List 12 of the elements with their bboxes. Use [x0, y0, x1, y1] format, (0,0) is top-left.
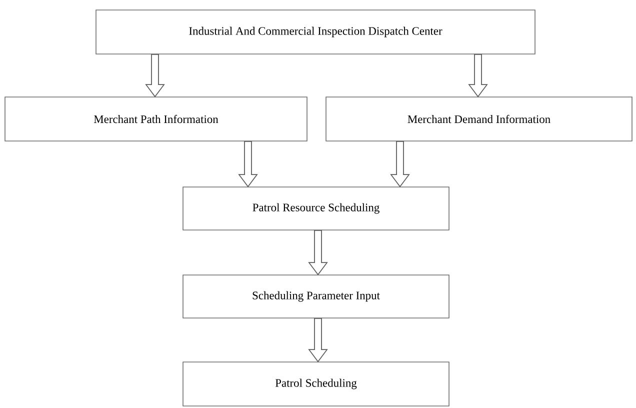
block-arrow	[390, 140, 410, 188]
process-box: Scheduling Parameter Input	[182, 274, 450, 318]
block-arrow	[308, 318, 328, 362]
block-arrow	[308, 230, 328, 276]
block-arrow	[468, 54, 488, 98]
process-box: Merchant Path Information	[4, 96, 308, 142]
process-box: Industrial And Commercial Inspection Dispatch Center	[96, 10, 536, 54]
process-box: Patrol Scheduling	[182, 362, 450, 406]
process-box: Patrol Resource Scheduling	[182, 186, 450, 230]
process-box: Merchant Demand Information	[326, 96, 632, 142]
block-arrow	[238, 140, 258, 188]
block-arrow	[145, 54, 165, 98]
